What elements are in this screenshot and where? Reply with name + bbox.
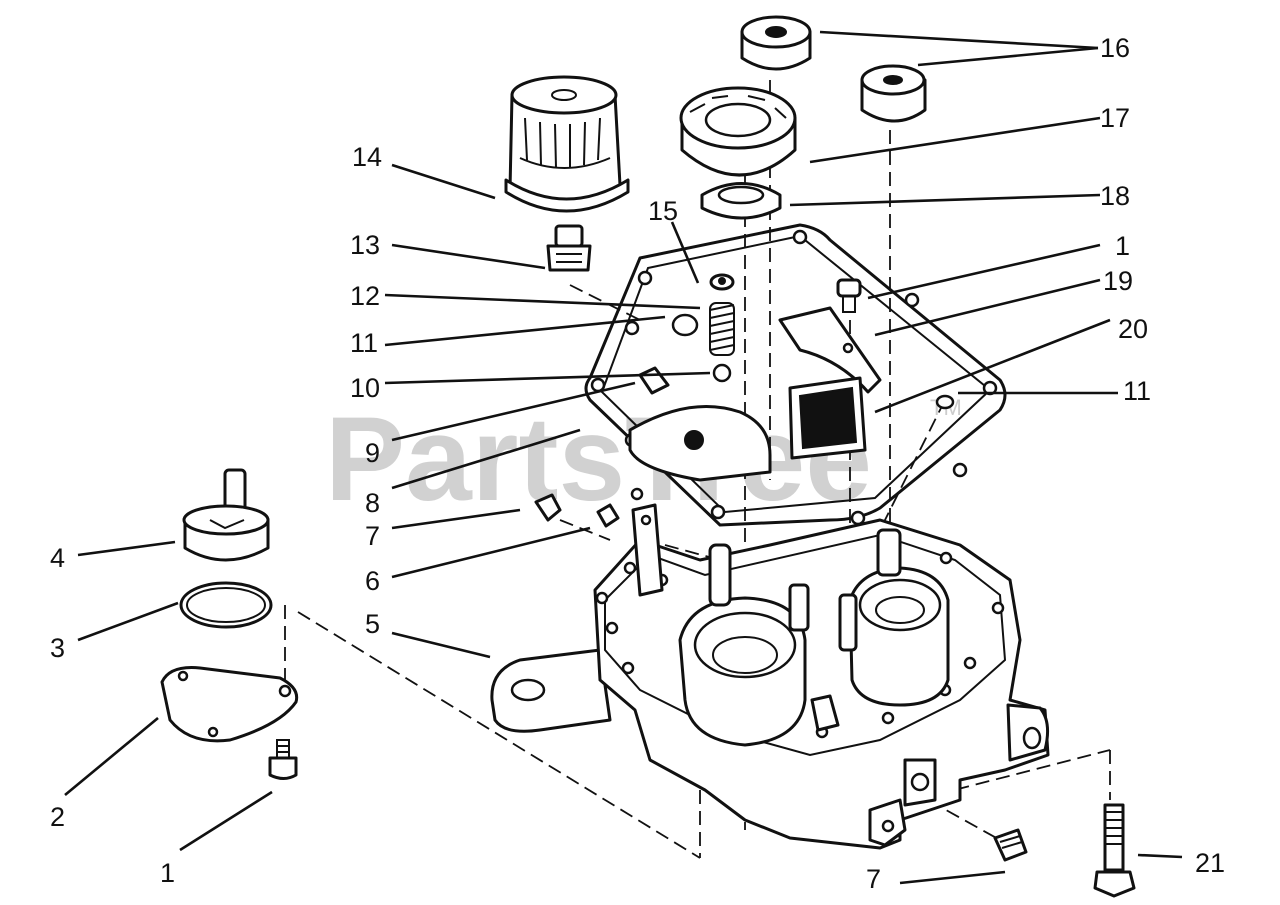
callout-9: 9 <box>365 438 380 468</box>
callout-5: 5 <box>365 609 380 639</box>
bearing <box>679 86 797 177</box>
pump-cover <box>160 666 299 743</box>
callout-11-left: 11 <box>350 328 378 358</box>
oil-filter <box>504 75 630 213</box>
relief-valve <box>671 273 955 410</box>
callout-13: 13 <box>350 230 380 260</box>
screen <box>788 376 867 460</box>
callout-20: 20 <box>1118 314 1148 344</box>
callout-10: 10 <box>350 373 380 403</box>
watermark-text: PartsTree <box>325 392 872 526</box>
callout-8: 8 <box>365 488 380 518</box>
cover-screw <box>836 278 862 313</box>
callout-11-right: 11 <box>1123 376 1151 406</box>
callout-7-upper: 7 <box>365 521 380 551</box>
watermark: PartsTree TM <box>325 392 962 526</box>
bearing-race <box>700 182 782 220</box>
bushing-left <box>740 15 812 71</box>
bushing-right <box>860 64 927 123</box>
callout-2: 2 <box>50 802 65 832</box>
leader-lines <box>64 30 1183 885</box>
inner-plate <box>628 306 882 482</box>
callout-1-bottom: 1 <box>160 858 175 888</box>
callout-4: 4 <box>50 543 65 573</box>
callout-19: 19 <box>1103 266 1133 296</box>
transmission-case <box>490 503 1050 850</box>
pump-cover-screw <box>268 739 298 780</box>
callout-12: 12 <box>350 281 380 311</box>
callout-1-top: 1 <box>1115 231 1130 261</box>
filter-adapter <box>546 224 592 272</box>
callout-17: 17 <box>1100 103 1130 133</box>
callout-15: 15 <box>648 196 678 226</box>
callout-3: 3 <box>50 633 65 663</box>
callout-14: 14 <box>352 142 382 172</box>
bolt <box>1093 803 1136 898</box>
drain-plug <box>993 828 1028 862</box>
callout-18: 18 <box>1100 181 1130 211</box>
callout-21: 21 <box>1195 848 1225 878</box>
callout-6: 6 <box>365 566 380 596</box>
pump-rotor <box>182 468 270 562</box>
callout-7-lower: 7 <box>866 864 881 894</box>
callout-16: 16 <box>1100 33 1130 63</box>
o-ring <box>179 581 273 629</box>
callouts: 16 17 18 1 19 20 11 14 15 13 12 11 10 9 … <box>50 33 1225 894</box>
